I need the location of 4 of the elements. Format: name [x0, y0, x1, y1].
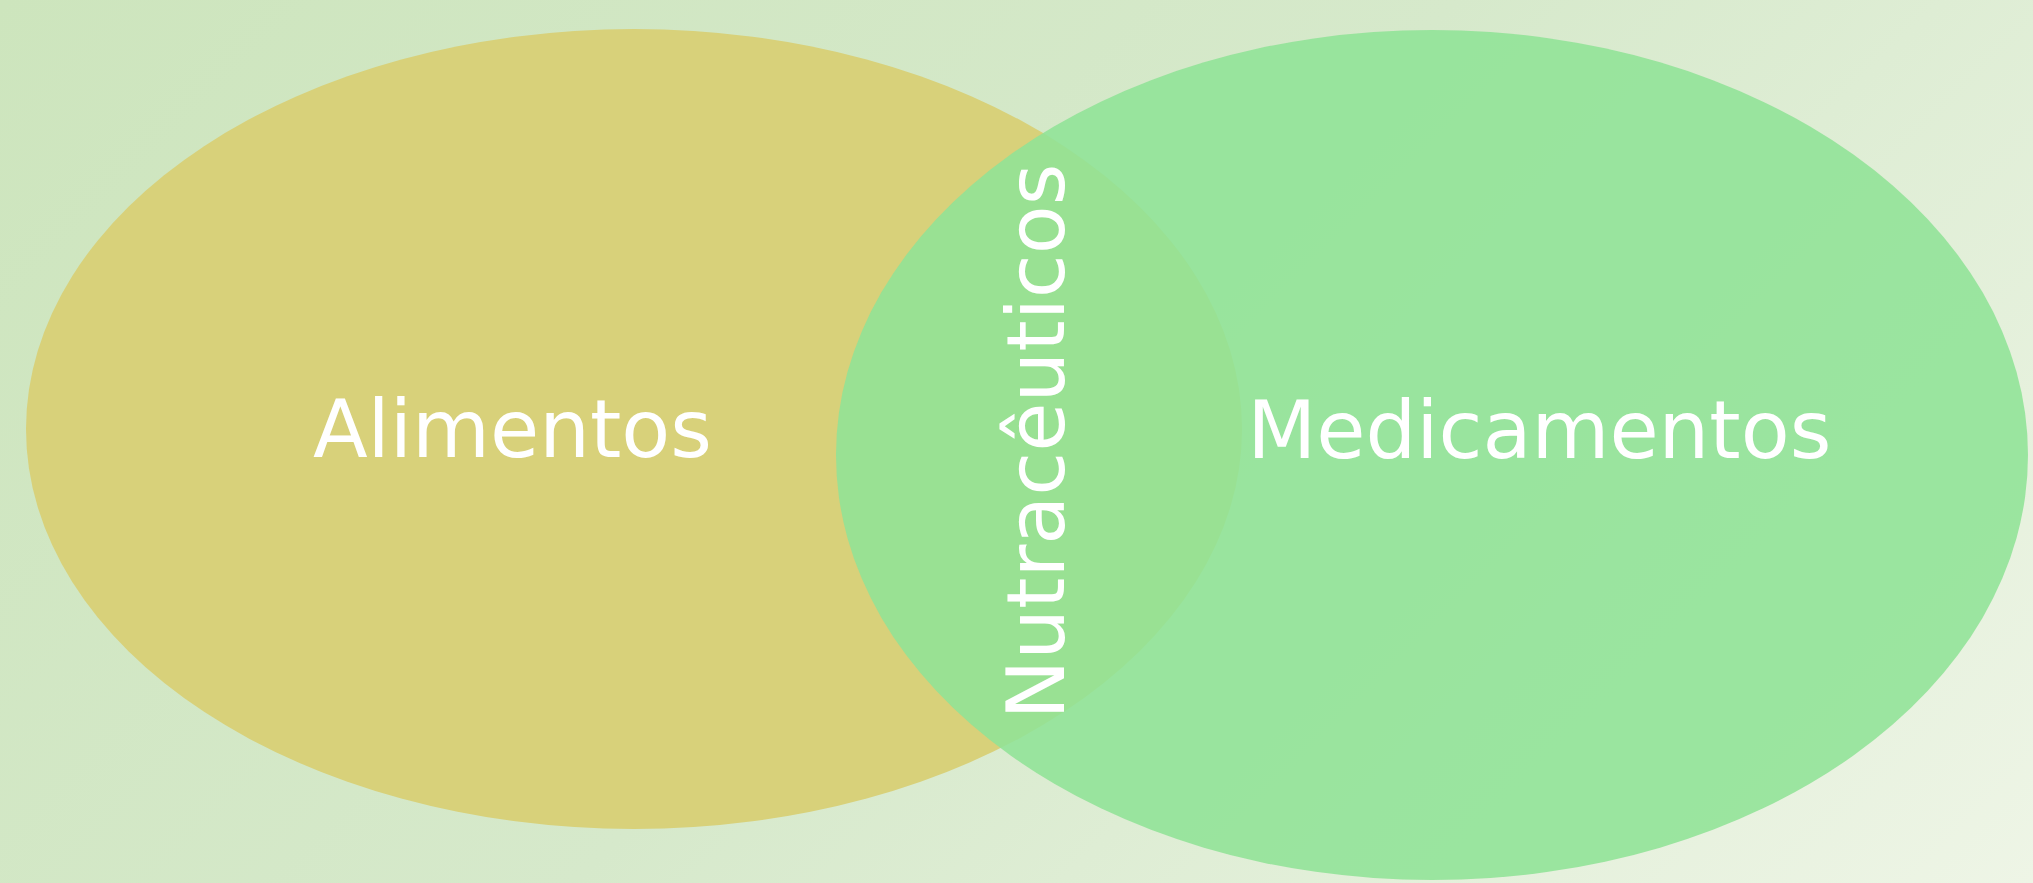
- set-label: Medicamentos: [1247, 383, 1832, 476]
- set-label: Alimentos: [312, 382, 712, 476]
- set-ellipse: [836, 30, 2028, 880]
- intersection-label: Nutracêuticos: [990, 163, 1084, 719]
